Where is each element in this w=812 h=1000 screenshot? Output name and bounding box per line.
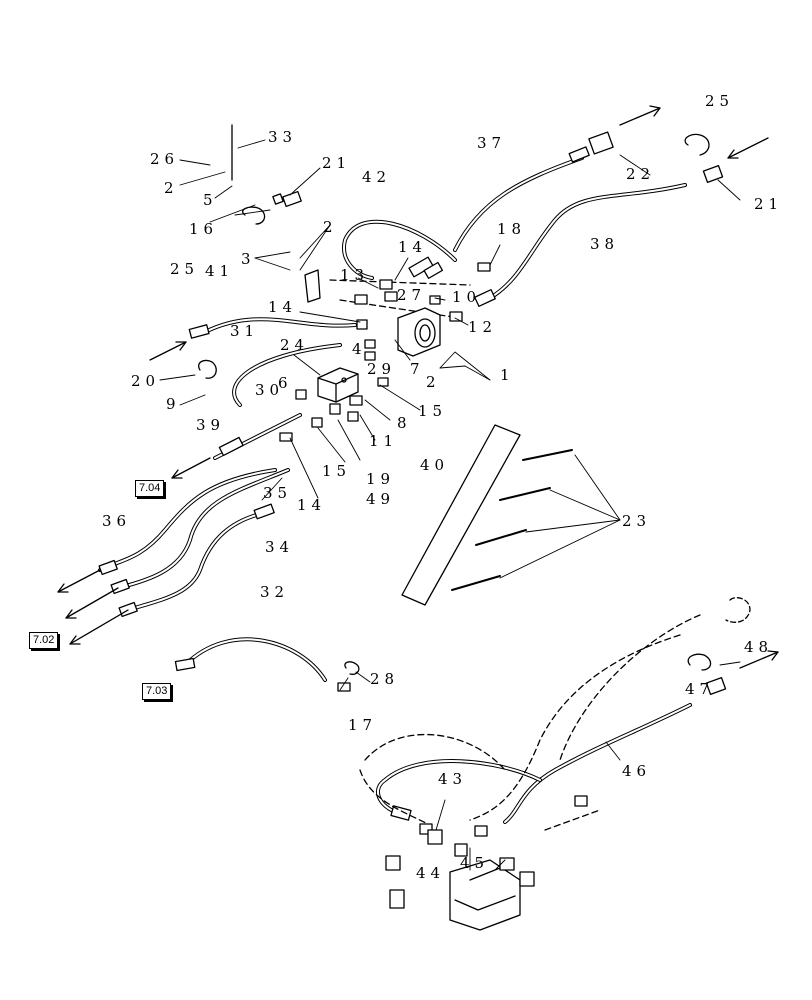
callout-25: 25	[705, 92, 735, 110]
hose-43	[375, 759, 542, 821]
callout-39: 39	[196, 416, 226, 434]
callout-11: 11	[369, 432, 399, 450]
callout-1: 1	[500, 366, 515, 384]
callout-40: 40	[420, 456, 450, 474]
callout-25: 25	[170, 260, 200, 278]
callout-42: 42	[362, 168, 392, 186]
callout-14: 14	[398, 238, 428, 256]
hose-37	[453, 146, 590, 252]
callout-2: 2	[323, 218, 338, 236]
callout-3: 3	[241, 250, 256, 268]
callout-29: 29	[367, 360, 397, 378]
small-fittings	[272, 131, 727, 837]
callout-5: 5	[203, 191, 218, 209]
callout-26: 26	[150, 150, 180, 168]
callout-37: 37	[477, 134, 507, 152]
callout-13: 13	[340, 266, 370, 284]
callout-12: 12	[468, 318, 498, 336]
callout-36: 36	[102, 512, 132, 530]
hose-32	[174, 637, 327, 682]
callout-2: 2	[164, 179, 179, 197]
callout-44: 44	[416, 864, 446, 882]
callout-27: 27	[397, 286, 427, 304]
callout-14: 14	[268, 298, 298, 316]
manifold-body	[397, 307, 441, 357]
caps-and-clamps	[198, 133, 751, 675]
callout-28: 28	[370, 670, 400, 688]
callout-8: 8	[397, 414, 412, 432]
hose-36	[98, 468, 277, 576]
callout-15: 15	[418, 402, 448, 420]
callout-16: 16	[189, 220, 219, 238]
hose-41	[188, 317, 357, 339]
callout-43: 43	[438, 770, 468, 788]
callout-45: 45	[460, 854, 490, 872]
callout-19: 19	[366, 470, 396, 488]
callout-2: 2	[426, 373, 441, 391]
callout-20: 20	[131, 372, 161, 390]
hose-38	[474, 183, 687, 307]
callout-24: 24	[280, 336, 310, 354]
callout-18: 18	[497, 220, 527, 238]
leader-lines	[159, 139, 741, 871]
callout-22: 22	[626, 165, 656, 183]
callout-21: 21	[322, 154, 352, 172]
callout-41: 41	[205, 262, 235, 280]
callout-35: 35	[263, 484, 293, 502]
callout-33: 33	[268, 128, 298, 146]
callout-9: 9	[166, 395, 181, 413]
hose-39	[213, 413, 302, 460]
callout-46: 46	[622, 762, 652, 780]
hose-46	[503, 703, 692, 824]
callout-49: 49	[366, 490, 396, 508]
callout-21: 21	[754, 195, 784, 213]
callout-47: 47	[685, 680, 715, 698]
callout-48: 48	[744, 638, 774, 656]
bracket-13	[304, 269, 321, 303]
valve-block-24	[317, 367, 359, 403]
callout-30: 30	[255, 381, 285, 399]
callout-31: 31	[230, 322, 260, 340]
ties-23	[451, 449, 573, 591]
callout-14: 14	[297, 496, 327, 514]
hose-42	[342, 219, 457, 280]
callout-38: 38	[590, 235, 620, 253]
page-ref-7-02[interactable]: 7.02	[29, 632, 59, 649]
strap-40	[401, 424, 521, 606]
callout-23: 23	[622, 512, 652, 530]
callout-4: 4	[352, 340, 367, 358]
callout-32: 32	[260, 583, 290, 601]
callout-10: 10	[452, 288, 482, 306]
callout-34: 34	[265, 538, 295, 556]
pump-assembly	[385, 829, 535, 931]
page-ref-7-04[interactable]: 7.04	[135, 480, 165, 497]
callout-6: 6	[278, 374, 293, 392]
callout-15: 15	[322, 462, 352, 480]
callout-17: 17	[348, 716, 378, 734]
hose-31	[232, 343, 342, 407]
callout-7: 7	[410, 360, 425, 378]
page-ref-7-03[interactable]: 7.03	[142, 683, 172, 700]
flow-arrows	[57, 105, 779, 669]
